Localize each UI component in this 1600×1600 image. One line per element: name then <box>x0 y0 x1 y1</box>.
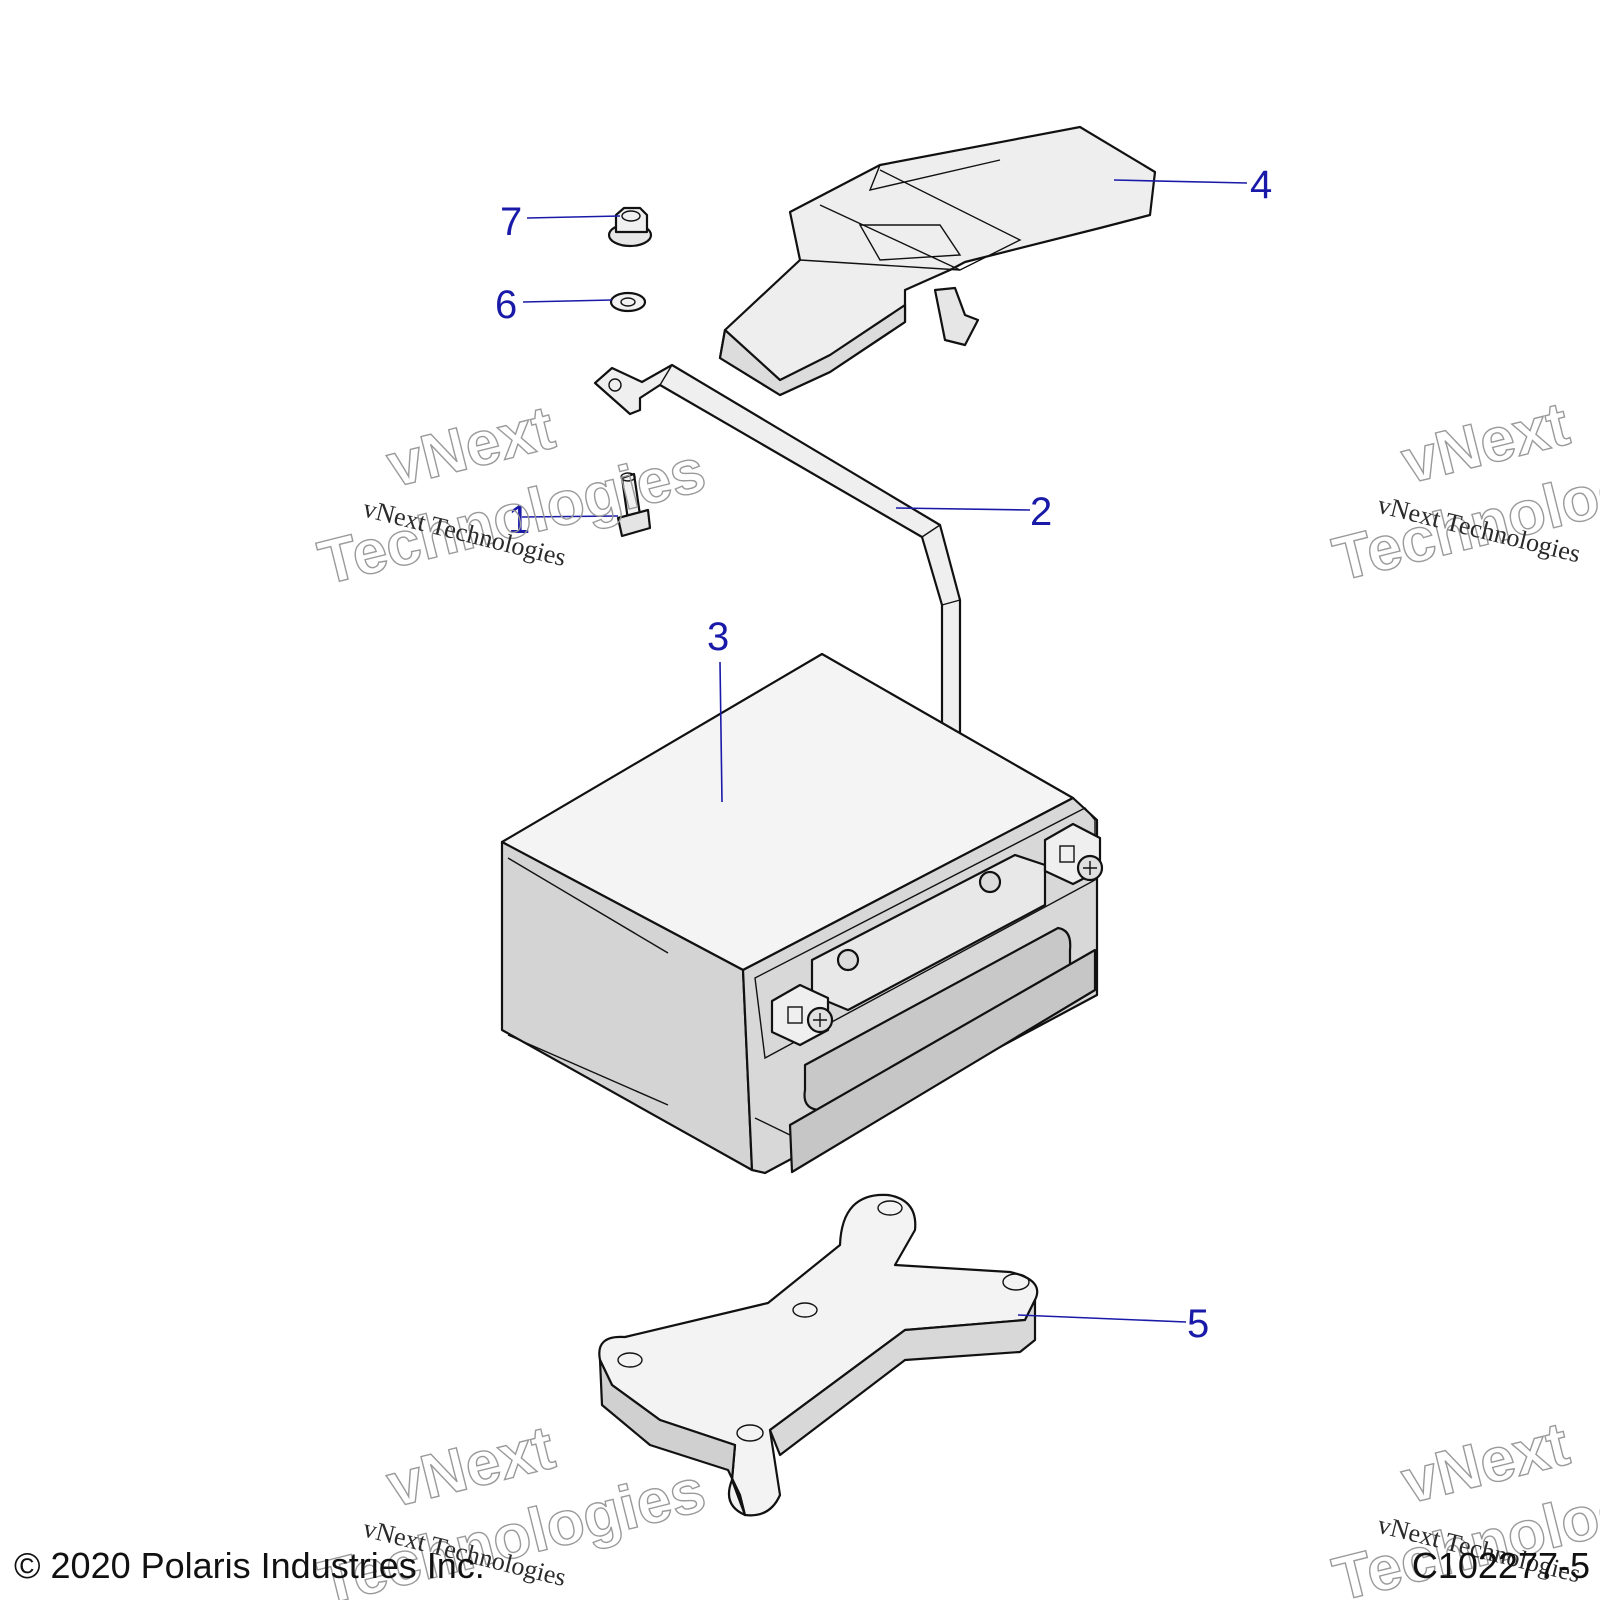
positive-terminal <box>1043 822 1104 886</box>
watermark-top-right: vNext Technologies vNext Technologies <box>1326 389 1600 596</box>
callout-4: 4 <box>1250 163 1272 207</box>
callout-3: 3 <box>707 615 729 659</box>
callout-1: 1 <box>508 498 530 542</box>
diagram-code: C102277-5 <box>1412 1545 1590 1586</box>
callout-5: 5 <box>1187 1302 1209 1346</box>
watermark-top-left: vNext Technologies vNext Technologies <box>311 392 712 599</box>
callout-6: 6 <box>495 283 517 327</box>
part-1-stud-bolt <box>616 472 652 538</box>
part-4-battery-cover <box>718 125 1157 397</box>
callout-2: 2 <box>1030 490 1052 534</box>
part-7-flange-nut <box>607 206 653 248</box>
part-3-battery <box>500 652 1104 1175</box>
part-5-battery-base <box>598 1193 1039 1517</box>
callouts: 7 6 4 2 1 3 5 <box>495 163 1272 1346</box>
callout-7: 7 <box>500 200 522 244</box>
part-6-lock-washer <box>609 291 647 313</box>
negative-terminal <box>770 983 834 1047</box>
copyright-text: © 2020 Polaris Industries Inc. <box>14 1545 485 1586</box>
